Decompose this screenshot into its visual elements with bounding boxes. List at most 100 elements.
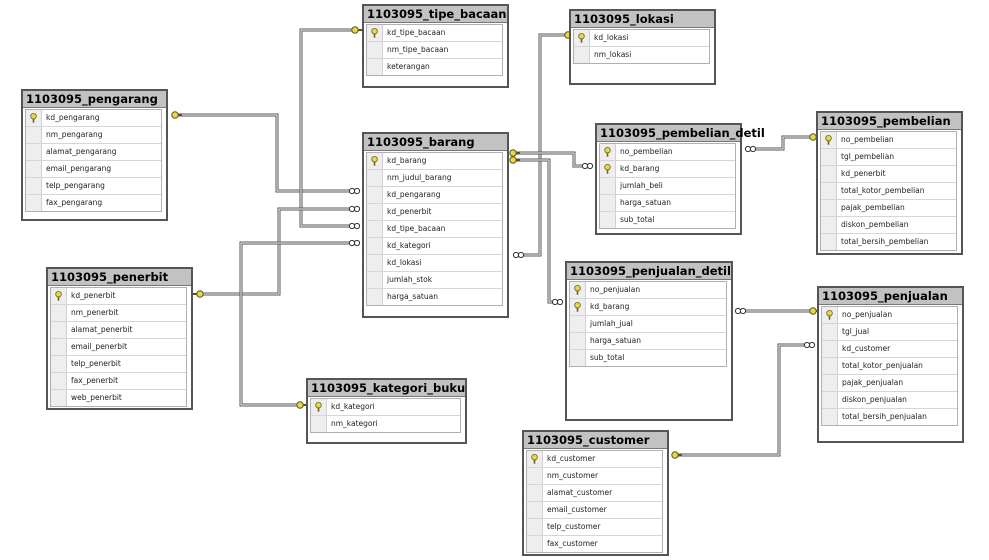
row-selector[interactable] [570,333,586,349]
row-selector[interactable] [51,390,67,406]
row-selector[interactable] [574,47,590,63]
row-selector[interactable] [600,195,616,211]
column-row[interactable]: kd_kategori [367,238,502,255]
column-row[interactable]: no_penjualan [822,307,957,324]
row-selector[interactable] [367,221,383,237]
row-selector[interactable] [821,183,837,199]
column-row[interactable]: nm_penerbit [51,305,186,322]
row-selector[interactable] [311,399,327,415]
row-selector[interactable] [367,187,383,203]
row-selector[interactable] [51,322,67,338]
column-row[interactable]: total_bersih_penjualan [822,409,957,425]
table-title[interactable]: 1103095_barang [364,134,507,151]
column-row[interactable]: email_penerbit [51,339,186,356]
column-row[interactable]: fax_penerbit [51,373,186,390]
column-row[interactable]: sub_total [570,350,726,366]
column-row[interactable]: email_customer [527,502,662,519]
column-row[interactable]: total_kotor_pembelian [821,183,956,200]
table-title[interactable]: 1103095_kategori_buku [308,380,465,397]
column-row[interactable]: kd_penerbit [367,204,502,221]
row-selector[interactable] [527,451,543,467]
row-selector[interactable] [822,358,838,374]
row-selector[interactable] [367,204,383,220]
column-row[interactable]: harga_satuan [570,333,726,350]
row-selector[interactable] [367,238,383,254]
row-selector[interactable] [527,519,543,535]
row-selector[interactable] [51,339,67,355]
row-selector[interactable] [822,324,838,340]
row-selector[interactable] [527,468,543,484]
column-row[interactable]: no_pembelian [600,144,735,161]
row-selector[interactable] [367,42,383,58]
column-row[interactable]: kd_tipe_bacaan [367,221,502,238]
row-selector[interactable] [367,153,383,169]
column-row[interactable]: nm_tipe_bacaan [367,42,502,59]
column-row[interactable]: tgl_jual [822,324,957,341]
column-row[interactable]: kd_barang [600,161,735,178]
column-row[interactable]: kd_pengarang [367,187,502,204]
row-selector[interactable] [600,178,616,194]
row-selector[interactable] [26,144,42,160]
row-selector[interactable] [821,234,837,250]
table-title[interactable]: 1103095_pembelian [818,113,961,130]
row-selector[interactable] [367,25,383,41]
column-row[interactable]: no_penjualan [570,282,726,299]
row-selector[interactable] [822,341,838,357]
row-selector[interactable] [821,217,837,233]
column-row[interactable]: sub_total [600,212,735,228]
column-row[interactable]: kd_penerbit [51,288,186,305]
column-row[interactable]: tgl_pembelian [821,149,956,166]
row-selector[interactable] [26,127,42,143]
row-selector[interactable] [821,132,837,148]
column-row[interactable]: alamat_customer [527,485,662,502]
column-row[interactable]: nm_customer [527,468,662,485]
column-row[interactable]: kd_barang [367,153,502,170]
row-selector[interactable] [51,356,67,372]
column-row[interactable]: nm_kategori [311,416,460,432]
row-selector[interactable] [570,299,586,315]
row-selector[interactable] [26,110,42,126]
column-row[interactable]: diskon_penjualan [822,392,957,409]
row-selector[interactable] [600,212,616,228]
column-row[interactable]: telp_customer [527,519,662,536]
column-row[interactable]: nm_judul_barang [367,170,502,187]
column-row[interactable]: web_penerbit [51,390,186,406]
column-row[interactable]: fax_pengarang [26,195,161,211]
row-selector[interactable] [527,502,543,518]
row-selector[interactable] [367,170,383,186]
column-row[interactable]: pajak_penjualan [822,375,957,392]
column-row[interactable]: no_pembelian [821,132,956,149]
column-row[interactable]: kd_barang [570,299,726,316]
column-row[interactable]: kd_customer [822,341,957,358]
column-row[interactable]: kd_penerbit [821,166,956,183]
table-title[interactable]: 1103095_tipe_bacaan [364,6,507,23]
row-selector[interactable] [367,255,383,271]
row-selector[interactable] [822,409,838,425]
table-title[interactable]: 1103095_penerbit [48,269,191,286]
row-selector[interactable] [51,305,67,321]
row-selector[interactable] [527,485,543,501]
row-selector[interactable] [600,144,616,160]
row-selector[interactable] [600,161,616,177]
column-row[interactable]: harga_satuan [367,289,502,305]
row-selector[interactable] [51,373,67,389]
column-row[interactable]: diskon_pembelian [821,217,956,234]
column-row[interactable]: telp_pengarang [26,178,161,195]
row-selector[interactable] [570,316,586,332]
column-row[interactable]: keterangan [367,59,502,75]
row-selector[interactable] [527,536,543,552]
column-row[interactable]: nm_lokasi [574,47,709,63]
row-selector[interactable] [367,272,383,288]
column-row[interactable]: alamat_pengarang [26,144,161,161]
row-selector[interactable] [26,178,42,194]
row-selector[interactable] [822,307,838,323]
column-row[interactable]: jumlah_jual [570,316,726,333]
column-row[interactable]: total_bersih_pembelian [821,234,956,250]
